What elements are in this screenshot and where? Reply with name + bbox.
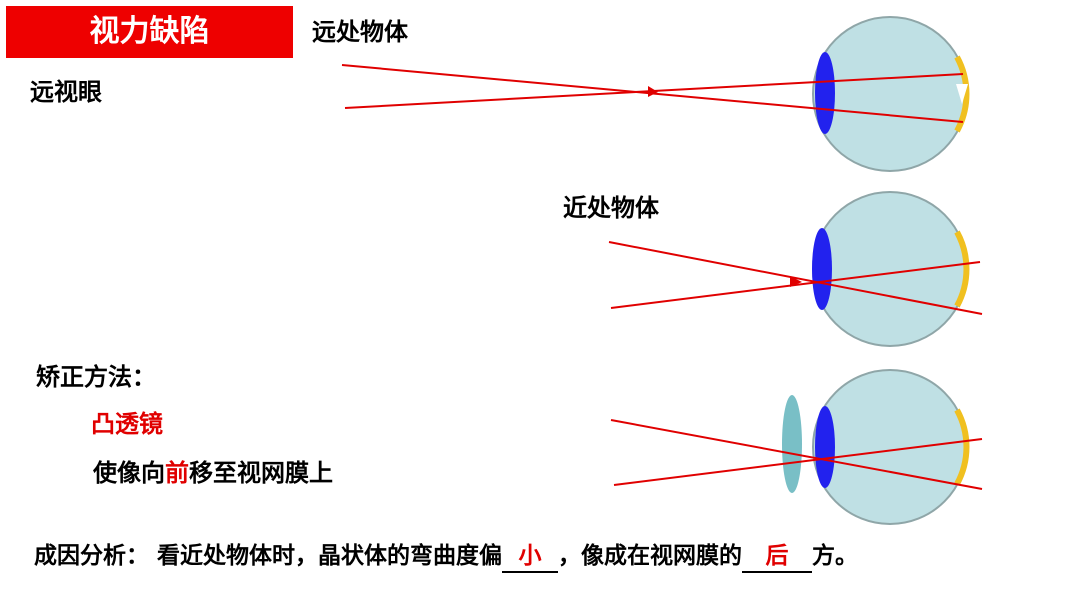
eyeball (812, 16, 968, 172)
crystalline-lens (812, 228, 832, 310)
analysis-part2: ，像成在视网膜的 (558, 543, 743, 569)
convex-lens (782, 395, 802, 493)
effect-text-before: 使像向 (93, 459, 165, 487)
corrective-lens-label: 凸透镜 (91, 410, 163, 438)
title-bar (6, 6, 293, 58)
analysis-part3: 方。 (812, 543, 859, 569)
ray-upper (608, 241, 983, 315)
ray-arrow-icon (648, 86, 658, 97)
analysis-part1: 看近处物体时，晶状体的弯曲度偏 (157, 543, 503, 569)
ray-lower (610, 261, 981, 309)
ray-arrow-icon (790, 276, 802, 287)
answer-blank-1: 小 (502, 541, 559, 573)
retina (954, 55, 970, 133)
retina (954, 230, 970, 308)
retina (954, 408, 970, 486)
eye-far-object (341, 16, 970, 172)
effect-highlight: 前 (165, 459, 189, 487)
ray-lower (613, 438, 983, 486)
effect-text-after: 移至视网膜上 (189, 459, 333, 487)
crystalline-lens (815, 406, 835, 488)
cause-analysis: 成因分析： 看近处物体时，晶状体的弯曲度偏小，像成在视网膜的后方。 (34, 541, 858, 573)
analysis-lead: 成因分析： (34, 543, 149, 569)
page-title: 视力缺陷 (89, 14, 210, 49)
eye-corrected (610, 369, 983, 525)
correction-effect: 使像向前移至视网膜上 (93, 458, 333, 488)
answer-blank-2: 后 (742, 541, 813, 573)
crystalline-lens (815, 52, 835, 134)
correction-heading: 矫正方法： (36, 363, 156, 391)
far-object-label: 远处物体 (312, 18, 408, 46)
near-object-label: 近处物体 (563, 194, 659, 222)
eyeball (812, 369, 968, 525)
image-arrow-icon (956, 84, 968, 104)
eyeball (812, 191, 968, 347)
ray-upper (610, 419, 983, 490)
eye-near-object (608, 191, 983, 347)
condition-label: 远视眼 (30, 78, 102, 106)
